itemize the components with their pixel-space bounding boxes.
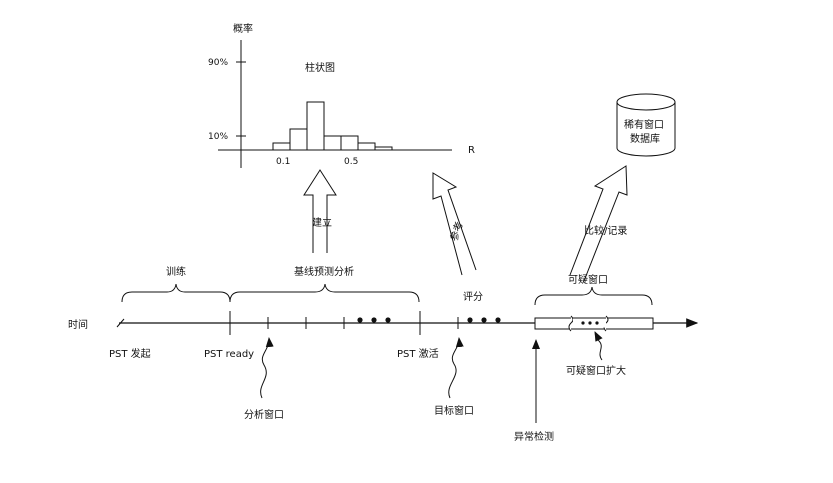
- histogram-ylabel: 概率: [233, 22, 253, 35]
- baseline-brace: [229, 283, 420, 303]
- histogram-ytick-label-10: 10%: [208, 132, 228, 142]
- histogram-bar: [306, 101, 325, 151]
- suspicious-expand-label: 可疑窗口扩大: [566, 364, 626, 377]
- analysis-window-pointer: [260, 337, 274, 399]
- ellipsis-dot: [495, 317, 501, 323]
- pointer-arrows: [260, 331, 603, 423]
- compare-arrow-label: 比较/记录: [584, 224, 627, 237]
- reference-arrow: [432, 172, 477, 276]
- suspicious-window-dots: [581, 321, 599, 325]
- target-window-pointer: [448, 337, 464, 399]
- pst-active-label: PST 激活: [397, 347, 439, 360]
- suspicious-window-brace: [534, 286, 653, 306]
- histogram-bar: [289, 128, 308, 151]
- baseline-label: 基线预测分析: [294, 265, 354, 278]
- compare-arrow: [569, 165, 628, 282]
- ellipsis-dot: [467, 317, 473, 323]
- histogram-bar: [272, 142, 291, 151]
- rare-window-database: [616, 93, 676, 157]
- ellipsis-dots: [357, 317, 501, 323]
- histogram: [218, 40, 452, 168]
- histogram-title: 柱状图: [305, 61, 335, 74]
- histogram-xtick-label-05: 0.5: [344, 157, 358, 167]
- histogram-bar: [323, 135, 342, 151]
- small-dot: [581, 321, 585, 325]
- ellipsis-dot: [481, 317, 487, 323]
- histogram-ytick-label-90: 90%: [208, 58, 228, 68]
- database-label-line1: 稀有窗口: [624, 118, 664, 131]
- histogram-xlabel: R: [468, 145, 475, 156]
- training-label: 训练: [166, 265, 186, 278]
- database-label-line2: 数据库: [630, 132, 660, 145]
- histogram-xtick-label-01: 0.1: [276, 157, 290, 167]
- anomaly-detection-label: 异常检测: [514, 430, 554, 443]
- ellipsis-dot: [357, 317, 363, 323]
- time-label: 时间: [68, 318, 88, 331]
- ellipsis-dot: [371, 317, 377, 323]
- small-dot: [595, 321, 599, 325]
- suspicious-expand-pointer: [594, 331, 603, 361]
- analysis-window-label: 分析窗口: [244, 408, 284, 421]
- build-arrow: [303, 169, 337, 253]
- scoring-label: 评分: [463, 291, 483, 303]
- timeline-braces: [121, 283, 653, 306]
- pst-start-label: PST 发起: [109, 347, 151, 360]
- timeline-start-mark: [116, 318, 125, 328]
- training-brace: [121, 283, 231, 303]
- small-dot: [588, 321, 592, 325]
- target-window-label: 目标窗口: [434, 404, 474, 417]
- pst-ready-label: PST ready: [204, 349, 254, 360]
- suspicious-window-label: 可疑窗口: [568, 273, 608, 286]
- ellipsis-dot: [385, 317, 391, 323]
- build-arrow-label: 建立: [312, 216, 332, 229]
- histogram-bar: [374, 146, 393, 151]
- histogram-bar: [357, 142, 376, 151]
- histogram-bar: [340, 135, 359, 151]
